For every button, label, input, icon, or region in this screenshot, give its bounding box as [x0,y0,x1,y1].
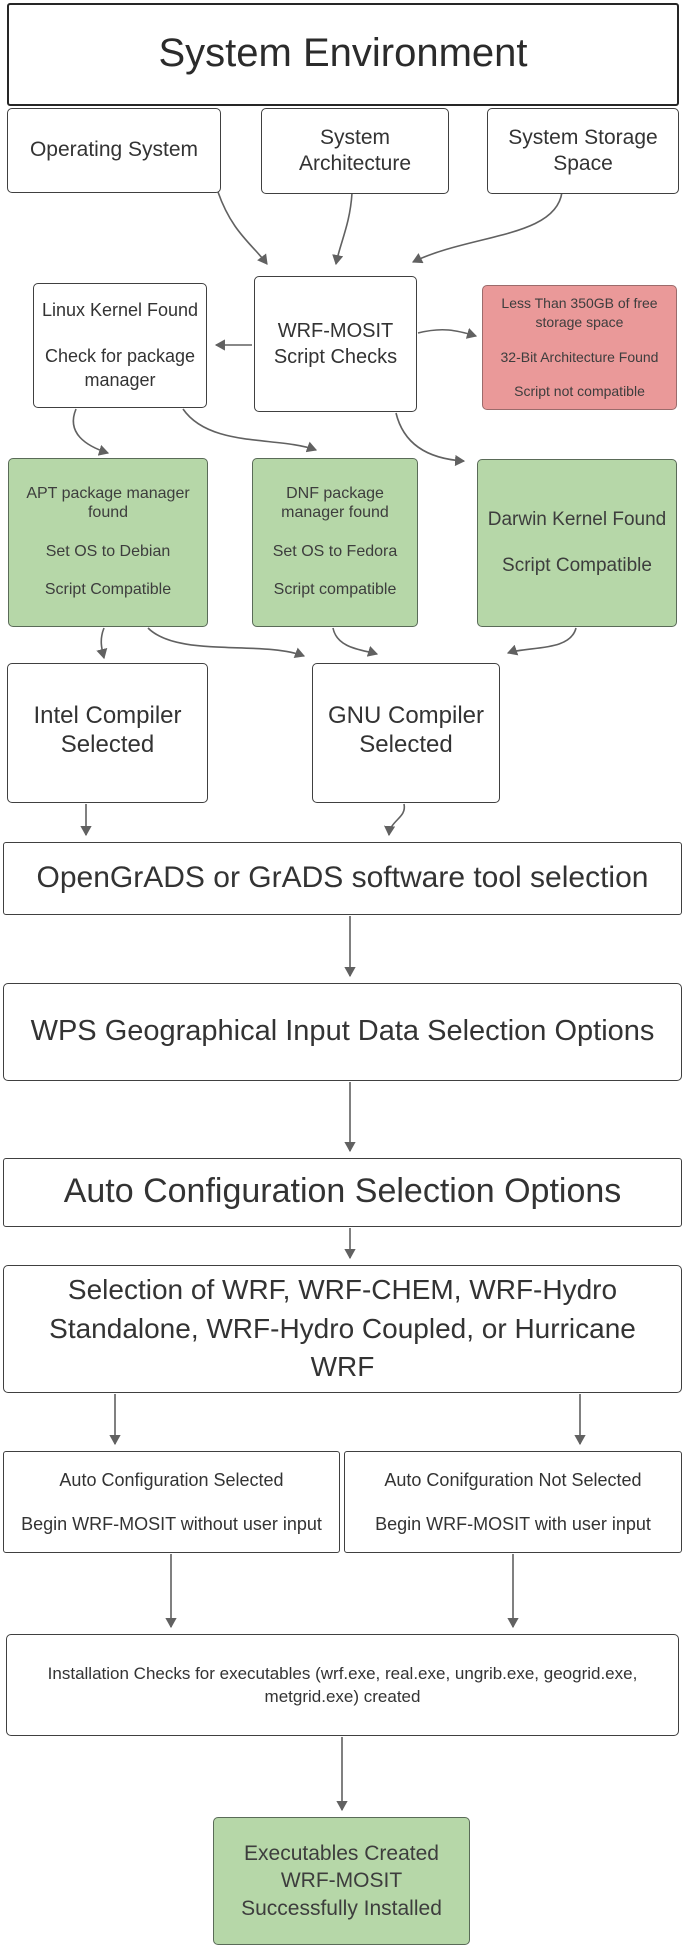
text-line: Intel Compiler [33,702,182,729]
text-line: Linux Kernel Found [41,300,199,321]
arrow-linux-to-apt [72,408,110,456]
node-system-storage-space: System Storage Space [487,108,679,194]
text-line: Script Compatible [44,580,172,598]
node-operating-system: Operating System [7,108,221,193]
node-auto-configuration-options: Auto Configuration Selection Options [3,1158,682,1227]
node-auto-config-selected: Auto Configuration Selected Begin WRF-MO… [3,1451,340,1553]
text-line: metgrid.exe) created [264,1686,421,1706]
text-line: Begin WRF-MOSIT without user input [21,1513,322,1534]
text-line: Script Checks [273,346,398,368]
node-auto-config-not-selected: Auto Conifguration Not Selected Begin WR… [344,1451,682,1553]
node-wps-geographical-input: WPS Geographical Input Data Selection Op… [3,983,682,1081]
arrow-checks-to-red [417,328,478,339]
text-line: DNF package [286,484,384,502]
text-line: WRF-MOSIT [280,1869,403,1893]
text-line: Script compatible [273,580,397,598]
text-line: WRF-MOSIT [277,320,394,342]
text-line: Selection of WRF, WRF-CHEM, WRF-Hydro [67,1274,618,1306]
text-line: 32-Bit Architecture Found [500,348,659,365]
text-line: Executables Created [244,1842,439,1866]
text-line: manager found [281,504,389,522]
text-line: System [319,125,390,149]
text-line: Space [553,152,613,175]
text-line: Architecture [298,152,412,175]
node-apt-package-manager: APT package manager found Set OS to Debi… [8,458,208,627]
text-line: GNU Compiler [327,702,485,729]
text-line: Operating System [29,138,199,162]
text-line: OpenGrADS or GrADS software tool selecti… [36,860,649,894]
node-darwin-kernel-found: Darwin Kernel Found Script Compatible [477,459,677,627]
text-line: Script Compatible [502,555,652,577]
text-line: Standalone, WRF-Hydro Coupled, or Hurric… [49,1312,636,1344]
node-linux-kernel-found: Linux Kernel Found Check for package man… [33,283,207,408]
text-line: System Environment [158,30,528,75]
text-line: Selected [359,730,453,758]
node-gnu-compiler: GNU Compiler Selected [312,663,500,803]
node-installation-checks: Installation Checks for executables (wrf… [6,1634,679,1736]
node-executables-created: Executables Created WRF-MOSIT Successful… [213,1817,470,1945]
arrow-apt-to-intel [96,627,108,660]
arrow-checks-to-darwin [395,412,466,467]
node-system-environment: System Environment [7,3,679,106]
arrow-dnf-to-gnu [332,627,379,657]
text-line: Selected [60,730,155,758]
text-line: Begin WRF-MOSIT with user input [375,1513,651,1534]
text-line: manager [84,370,156,391]
text-line: APT package manager [26,484,190,502]
arrow-storage-to-checks [411,191,563,264]
text-line: Installation Checks for executables (wrf… [47,1664,638,1683]
text-line: storage space [535,313,624,330]
arrow-os-to-checks [217,191,268,265]
text-line: Set OS to Debian [45,542,171,560]
node-intel-compiler: Intel Compiler Selected [7,663,208,803]
arrow-apt-to-gnu [147,627,306,659]
text-line: System Storage [508,125,658,149]
arrow-gnu-to-opengrads [384,803,406,837]
text-line: Auto Configuration Selected [59,1469,284,1490]
text-line: Darwin Kernel Found [487,509,667,531]
node-opengrads-selection: OpenGrADS or GrADS software tool selecti… [3,842,682,915]
node-wrf-variant-selection: Selection of WRF, WRF-CHEM, WRF-Hydro St… [3,1265,682,1393]
text-line: Less Than 350GB of free [501,295,658,312]
arrow-arch-to-checks [332,192,353,266]
text-line: WRF [310,1351,375,1383]
text-line: Auto Conifguration Not Selected [384,1469,642,1490]
node-wrf-mosit-script-checks: WRF-MOSIT Script Checks [254,276,417,412]
arrow-linux-to-dnf [182,408,318,453]
text-line: Set OS to Fedora [272,542,398,560]
node-system-architecture: System Architecture [261,108,449,194]
text-line: found [87,504,129,522]
text-line: Auto Configuration Selection Options [63,1172,622,1211]
node-script-not-compatible: Less Than 350GB of free storage space 32… [482,285,677,410]
node-dnf-package-manager: DNF package manager found Set OS to Fedo… [252,458,418,627]
text-line: Check for package [44,346,196,367]
text-line: Script not compatible [514,383,645,400]
text-line: Successfully Installed [241,1896,442,1920]
arrow-darwin-to-gnu [506,627,577,656]
text-line: WPS Geographical Input Data Selection Op… [30,1014,655,1047]
